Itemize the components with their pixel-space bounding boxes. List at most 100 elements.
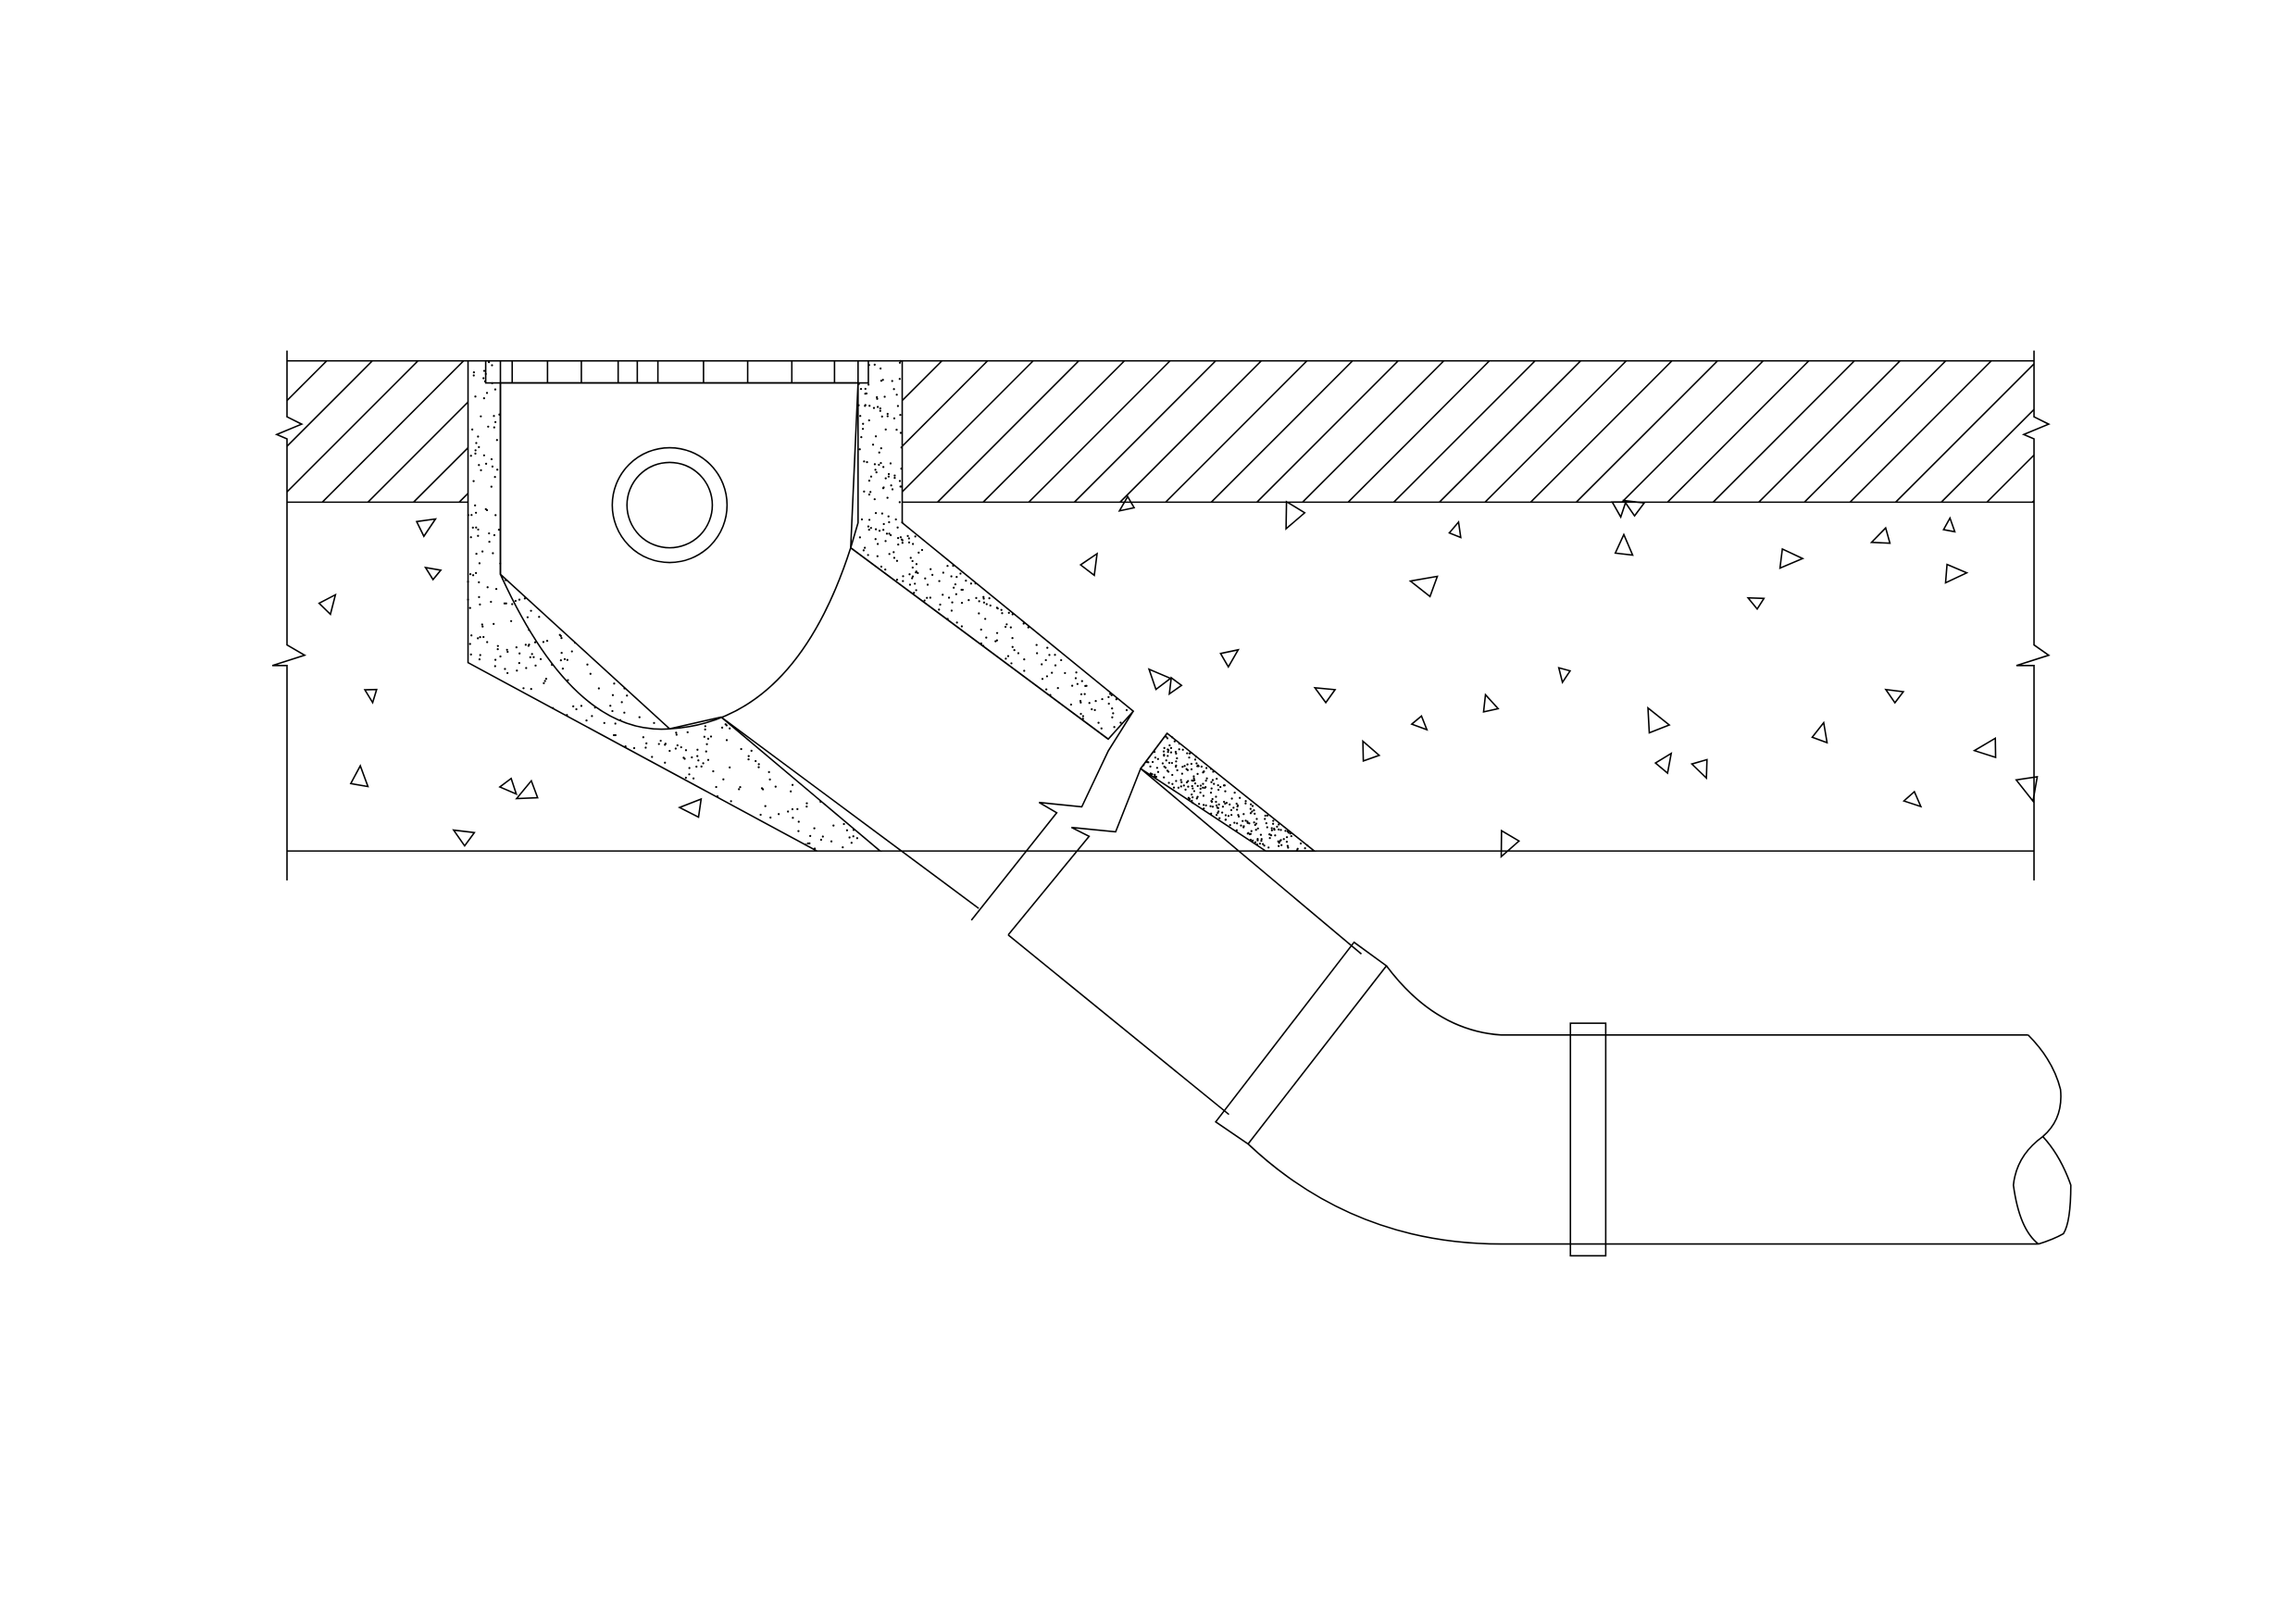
speckle-dot <box>885 532 889 535</box>
speckle-dot <box>1119 721 1122 724</box>
speckle-dot <box>1272 819 1275 822</box>
speckle-dot <box>675 733 678 736</box>
speckle-dot <box>530 609 532 612</box>
speckle-dot <box>880 415 883 418</box>
speckle-dot <box>1236 804 1240 806</box>
speckle-dot <box>493 415 495 418</box>
speckle-dot <box>1282 838 1285 841</box>
speckle-dot <box>572 705 575 707</box>
speckle-dot <box>1209 792 1213 794</box>
speckle-dot <box>805 806 808 808</box>
speckle-dot <box>1217 783 1219 787</box>
speckle-dot <box>1244 802 1247 805</box>
speckle-dot <box>1093 708 1096 711</box>
speckle-dot <box>978 612 980 615</box>
speckle-dot <box>888 553 891 556</box>
speckle-dot <box>1254 841 1257 843</box>
aggregate-triangle <box>1448 519 1462 539</box>
speckle-dot <box>1202 804 1205 806</box>
speckle-dot <box>896 526 899 529</box>
aggregate-triangles <box>318 494 2039 858</box>
speckle-dot <box>876 397 879 400</box>
speckle-dot <box>495 439 498 442</box>
hatch-right <box>902 360 2220 503</box>
speckle-dot <box>969 582 973 585</box>
speckle-dot <box>1151 760 1154 764</box>
speckle-dot <box>1250 803 1253 806</box>
speckle-dot <box>1149 765 1152 768</box>
speckle-dot <box>475 553 478 556</box>
speckle-dot <box>1091 707 1093 711</box>
speckle-dot <box>886 412 889 416</box>
speckle-dot <box>1278 828 1280 831</box>
speckle-dot <box>924 577 927 580</box>
speckle-dot <box>1304 846 1306 850</box>
speckle-dot <box>861 428 865 431</box>
speckle-dot <box>862 422 865 425</box>
speckle-dot <box>1256 827 1259 830</box>
hatch-line <box>1758 360 1901 503</box>
speckle-dot <box>1181 748 1184 751</box>
speckle-dot <box>906 534 909 538</box>
hatch-line <box>1529 360 1673 503</box>
speckle-dot <box>626 694 629 697</box>
speckle-dot <box>682 756 685 759</box>
speckle-dot <box>1229 803 1231 806</box>
speckle-dot <box>496 468 499 471</box>
hatch-line <box>1576 360 1718 503</box>
speckle-dot <box>911 575 915 578</box>
speckle-dot <box>611 709 614 713</box>
speckle-dot <box>1167 755 1169 757</box>
speckle-dot <box>879 409 881 412</box>
speckle-dot <box>809 834 812 838</box>
speckle-dot <box>1172 786 1176 789</box>
speckle-dot <box>877 543 880 545</box>
speckle-dot <box>566 714 568 717</box>
speckle-dot <box>722 778 725 781</box>
speckle-dot <box>864 387 867 391</box>
speckle-dot <box>1215 804 1218 807</box>
speckle-dot <box>867 554 869 556</box>
speckle-dot <box>892 551 895 554</box>
speckle-dot <box>490 600 493 604</box>
speckle-dot <box>738 788 741 791</box>
speckle-dot <box>614 722 617 725</box>
speckle-dot <box>664 761 667 764</box>
speckle-dot <box>1168 743 1171 747</box>
speckle-dot <box>863 460 866 463</box>
hatch-line <box>2078 361 2220 503</box>
speckle-dot <box>1232 806 1235 809</box>
speckle-dot <box>1248 822 1251 825</box>
speckle-dot <box>467 514 469 517</box>
speckle-dot <box>1279 829 1282 831</box>
speckle-dot <box>516 669 518 672</box>
speckle-dot <box>1217 788 1220 792</box>
speckle-dot <box>898 378 901 381</box>
speckle-dot <box>1083 693 1086 695</box>
speckle-dot <box>852 829 855 831</box>
speckle-dot <box>1259 833 1263 836</box>
speckle-dot <box>951 601 954 604</box>
aggregate-triangle <box>1557 667 1572 684</box>
speckle-dot <box>902 580 905 582</box>
speckle-dot <box>1224 818 1228 821</box>
speckle-dot <box>1192 777 1195 780</box>
speckle-dot <box>1192 790 1196 793</box>
speckle-dot <box>478 464 480 467</box>
speckle-dot <box>514 599 517 603</box>
speckle-dot <box>561 668 565 670</box>
speckle-dot <box>1060 658 1063 662</box>
speckle-dot <box>1191 793 1193 796</box>
speckle-dot <box>653 721 655 724</box>
hatch-line <box>1073 360 1217 503</box>
speckle-dot <box>915 563 918 566</box>
speckle-dot <box>1165 759 1167 762</box>
speckle-dot <box>755 759 757 763</box>
speckle-dot <box>510 619 513 622</box>
speckle-dot <box>1286 844 1289 847</box>
pipe-coupling-straight <box>1569 1022 1607 1257</box>
speckle-dot <box>892 417 896 420</box>
speckle-dot <box>1233 821 1236 824</box>
speckle-dot <box>589 672 592 675</box>
speckle-dot <box>1205 777 1208 780</box>
